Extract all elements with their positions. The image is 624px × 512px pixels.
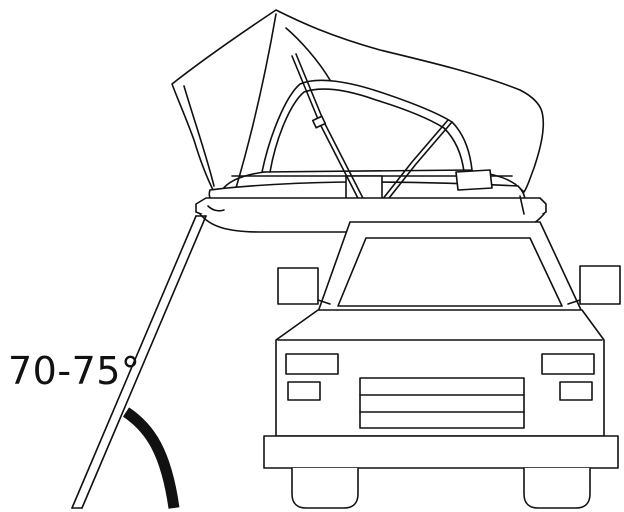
tent-base-hinge: [207, 205, 225, 212]
tent-base-strap: [519, 195, 525, 215]
truck: [263, 221, 621, 509]
ladder-pole: [71, 215, 207, 509]
truck-grille: [359, 377, 525, 429]
tent-canopy-seam: [235, 13, 277, 189]
tent-window: [261, 79, 473, 173]
right-mirror: [567, 265, 621, 305]
truck-windshield: [337, 237, 563, 307]
angle-label: 70-75°: [8, 349, 141, 393]
left-tire: [291, 467, 359, 509]
right-tire: [523, 467, 591, 509]
left-mirror: [277, 267, 331, 305]
tent-left-panel-edge: [183, 85, 215, 187]
left-headlight: [285, 353, 339, 375]
tent-base-platform: [195, 197, 547, 217]
tent-canopy-seam-2: [285, 27, 331, 81]
angle-arc: [122, 407, 180, 509]
tent-window-inner: [269, 88, 465, 173]
right-headlight: [541, 353, 595, 375]
truck-bumper: [263, 435, 619, 469]
left-indicator: [287, 381, 321, 401]
rooftop-tent: [171, 9, 547, 233]
right-indicator: [559, 381, 593, 401]
tent-tag: [455, 169, 493, 191]
